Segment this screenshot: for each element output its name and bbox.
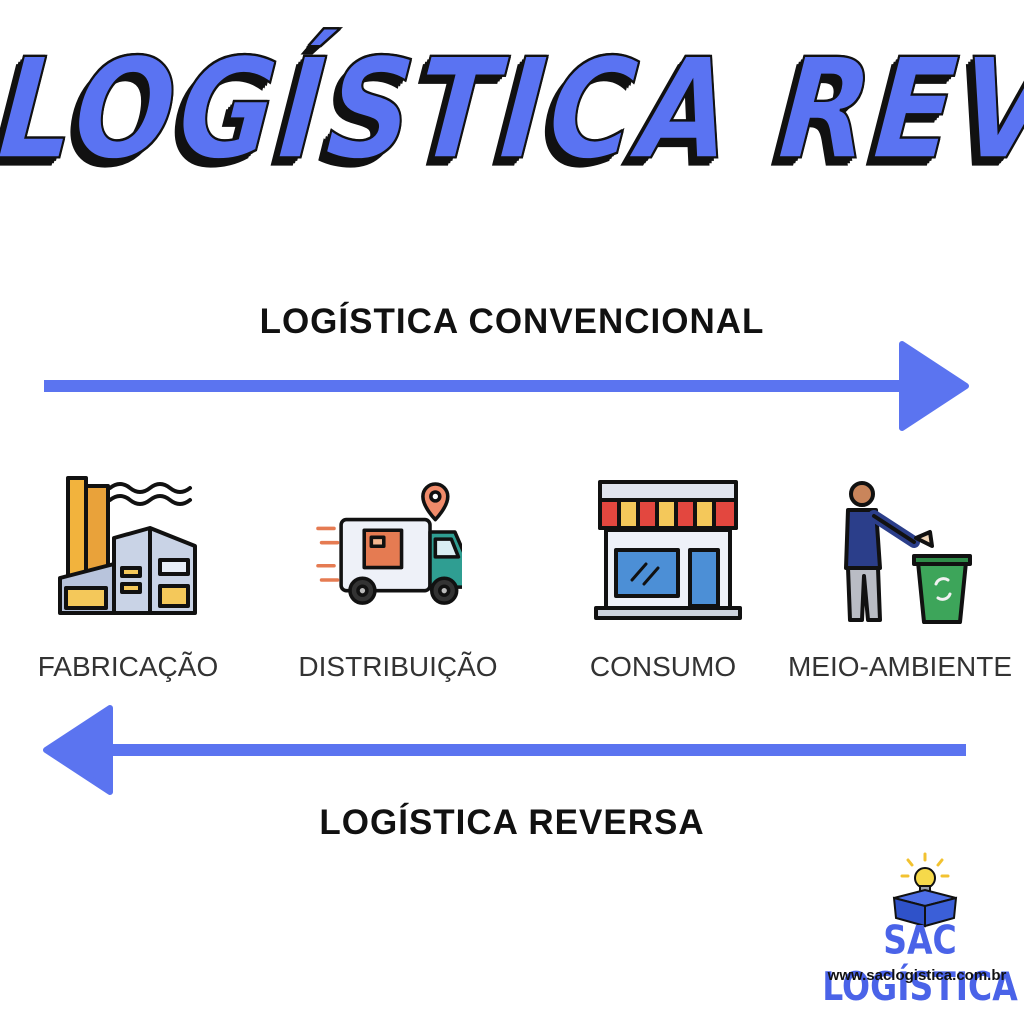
stage-label-consumption: CONSUMO: [589, 651, 737, 682]
stage-label-distribution: DISTRIBUIÇÃO: [298, 651, 498, 682]
factory-icon: [58, 476, 197, 615]
stage-label-manufacturing: FABRICAÇÃO: [37, 651, 219, 682]
stage-label-environment: MEIO-AMBIENTE: [787, 651, 1012, 682]
delivery-truck-icon: [316, 482, 462, 605]
reverse-arrow-icon: [43, 705, 966, 795]
conventional-logistics-label: LOGÍSTICA CONVENCIONAL: [259, 302, 765, 341]
recycling-person-icon: [844, 481, 972, 624]
lightbulb-box-icon: [892, 852, 958, 928]
store-icon: [594, 480, 742, 620]
brand-url[interactable]: www.saclogistica.com.br: [827, 967, 1007, 984]
forward-arrow-icon: [44, 341, 969, 431]
page-title: LOGÍSTICA REVERSA: [0, 26, 1024, 191]
reverse-logistics-label: LOGÍSTICA REVERSA: [319, 803, 705, 842]
brand-name: SAC LOGÍSTICA: [822, 916, 1018, 1010]
